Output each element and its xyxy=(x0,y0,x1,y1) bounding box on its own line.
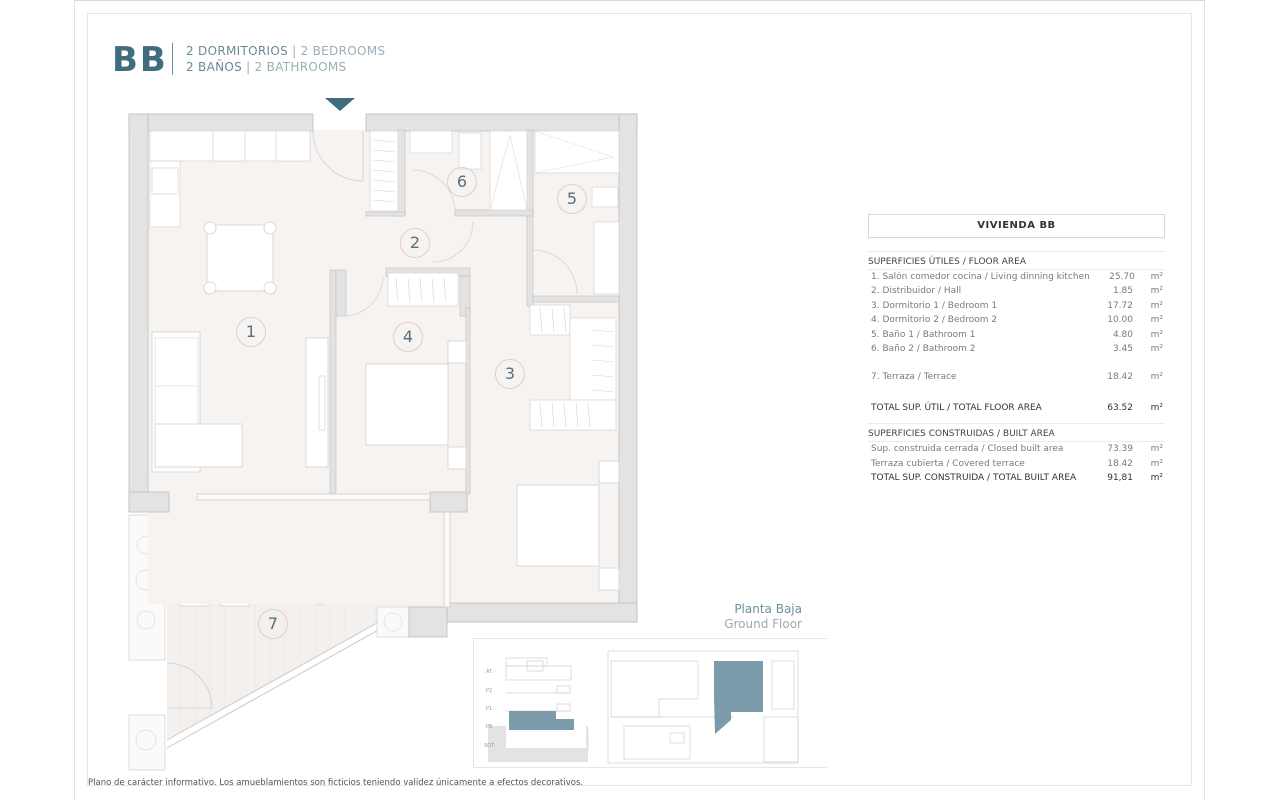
room-badge-2: 2 xyxy=(400,228,430,258)
separator: | xyxy=(246,60,251,74)
bedrooms-en: 2 BEDROOMS xyxy=(300,44,386,58)
built-area-heading: SUPERFICIES CONSTRUIDAS / BUILT AREA xyxy=(868,423,1165,443)
floor-caption: Planta Baja Ground Floor xyxy=(724,602,802,632)
unit-highlight xyxy=(714,661,763,734)
disclaimer-text: Plano de carácter informativo. Los amueb… xyxy=(88,778,584,788)
total-built-area-row: TOTAL SUP. CONSTRUIDA / TOTAL BUILT AREA… xyxy=(871,472,1163,483)
entrance-arrow-icon xyxy=(325,98,355,111)
level-p2: P2 xyxy=(486,688,492,694)
bedrooms-line: 2 DORMITORIOS | 2 BEDROOMS xyxy=(186,44,385,58)
table-row: Sup. construida cerrada / Closed built a… xyxy=(871,444,1163,455)
level-p1: P1 xyxy=(486,706,492,712)
room-badge-1: 1 xyxy=(236,317,266,347)
unit-code: BB xyxy=(112,40,168,80)
room-badge-3: 3 xyxy=(495,359,525,389)
floor-area-heading: SUPERFICIES ÚTILES / FLOOR AREA xyxy=(868,251,1165,270)
key-plan-drawing: ÁT. P2 P1 PB SÓT. xyxy=(484,650,799,764)
table-row: 1. Salón comedor cocina / Living dinning… xyxy=(871,272,1163,282)
bedrooms-es: 2 DORMITORIOS xyxy=(186,44,288,58)
room-badge-4: 4 xyxy=(393,322,423,352)
level-at: ÁT. xyxy=(486,668,493,675)
page-inner-frame xyxy=(87,13,1192,786)
table-title: VIVIENDA BB xyxy=(868,214,1165,238)
level-sot: SÓT. xyxy=(484,742,496,749)
page-outer-frame xyxy=(74,0,1205,800)
bathrooms-line: 2 BAÑOS | 2 BATHROOMS xyxy=(186,60,346,74)
header-divider xyxy=(172,43,173,75)
key-plan: ÁT. P2 P1 PB SÓT. xyxy=(473,638,827,768)
floor-caption-es: Planta Baja xyxy=(734,602,802,616)
room-badge-5: 5 xyxy=(557,184,587,214)
floor-caption-en: Ground Floor xyxy=(724,617,802,631)
planter-left-bottom xyxy=(128,714,166,771)
bathrooms-es: 2 BAÑOS xyxy=(186,60,243,74)
room-badge-6: 6 xyxy=(447,167,477,197)
bathrooms-en: 2 BATHROOMS xyxy=(254,60,347,74)
separator: | xyxy=(292,44,297,58)
planter-corner xyxy=(376,606,410,638)
area-table: VIVIENDA BB SUPERFICIES ÚTILES / FLOOR A… xyxy=(868,214,1165,485)
room-badge-7: 7 xyxy=(258,609,288,639)
level-pb: PB xyxy=(486,724,493,730)
